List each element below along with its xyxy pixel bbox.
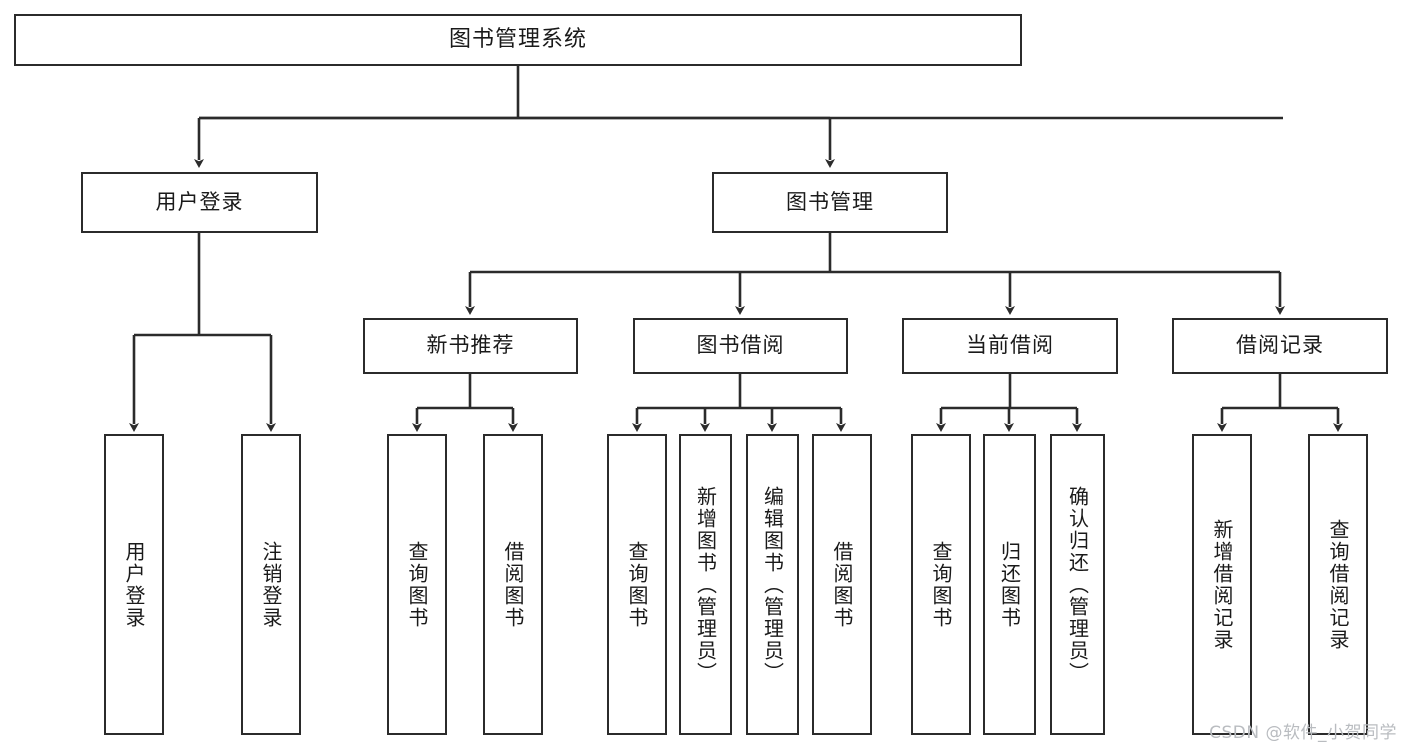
leaf-current-return-book-label: 归还图书 [997, 540, 1022, 629]
node-borrow-records[interactable]: 借阅记录 [1172, 318, 1388, 374]
csdn-watermark: CSDN @软件_小贺同学 [1209, 723, 1397, 743]
leaf-user-logout[interactable]: 注销登录 [241, 434, 301, 735]
leaf-borrow-add-book-label: 新增图书（管理员） [693, 485, 718, 684]
leaf-borrow-query-book-label: 查询图书 [625, 540, 649, 629]
node-root[interactable]: 图书管理系统 [14, 14, 1022, 66]
node-book-borrow[interactable]: 图书借阅 [633, 318, 848, 374]
node-borrow-records-label: 借阅记录 [1236, 333, 1324, 358]
node-new-book-recommend-label: 新书推荐 [426, 333, 515, 358]
leaf-current-return-book[interactable]: 归还图书 [983, 434, 1036, 735]
leaf-newbook-query-book-label: 查询图书 [405, 540, 429, 629]
leaf-borrow-borrow-book-label: 借阅图书 [830, 540, 854, 629]
leaf-current-confirm-return[interactable]: 确认归还（管理员） [1050, 434, 1105, 735]
leaf-newbook-borrow-book-label: 借阅图书 [501, 540, 525, 629]
leaf-current-query-book[interactable]: 查询图书 [911, 434, 971, 735]
leaf-records-add-record[interactable]: 新增借阅记录 [1192, 434, 1252, 735]
node-book-management-label: 图书管理 [786, 189, 874, 214]
leaf-records-add-record-label: 新增借阅记录 [1210, 518, 1234, 651]
leaf-records-query-record[interactable]: 查询借阅记录 [1308, 434, 1368, 735]
node-current-borrow-label: 当前借阅 [966, 333, 1054, 358]
leaf-borrow-query-book[interactable]: 查询图书 [607, 434, 667, 735]
leaf-user-logout-label: 注销登录 [259, 540, 283, 629]
node-book-management[interactable]: 图书管理 [712, 172, 948, 233]
leaf-user-login[interactable]: 用户登录 [104, 434, 164, 735]
node-root-label: 图书管理系统 [448, 26, 587, 52]
leaf-borrow-borrow-book[interactable]: 借阅图书 [812, 434, 872, 735]
node-user-login-label: 用户登录 [155, 189, 244, 214]
leaf-borrow-add-book[interactable]: 新增图书（管理员） [679, 434, 732, 735]
leaf-newbook-borrow-book[interactable]: 借阅图书 [483, 434, 543, 735]
leaf-newbook-query-book[interactable]: 查询图书 [387, 434, 447, 735]
node-new-book-recommend[interactable]: 新书推荐 [363, 318, 578, 374]
leaf-borrow-edit-book[interactable]: 编辑图书（管理员） [746, 434, 799, 735]
leaf-records-query-record-label: 查询借阅记录 [1326, 518, 1350, 651]
node-current-borrow[interactable]: 当前借阅 [902, 318, 1118, 374]
leaf-current-confirm-return-label: 确认归还（管理员） [1065, 485, 1090, 684]
node-book-borrow-label: 图书借阅 [696, 333, 785, 358]
node-user-login[interactable]: 用户登录 [81, 172, 318, 233]
leaf-user-login-label: 用户登录 [122, 540, 146, 629]
leaf-current-query-book-label: 查询图书 [929, 540, 953, 629]
leaf-borrow-edit-book-label: 编辑图书（管理员） [760, 485, 785, 684]
